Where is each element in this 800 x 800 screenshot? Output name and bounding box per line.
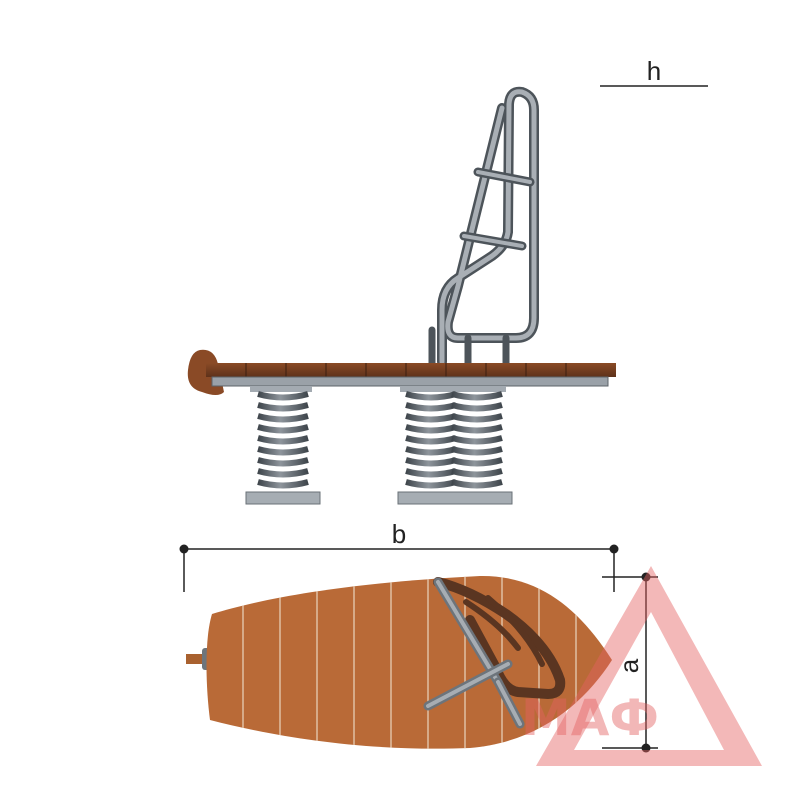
length-dimension-end-right <box>609 544 619 554</box>
length-dimension-end-left <box>179 544 189 554</box>
maf-logo-watermark: МАФ <box>521 566 762 766</box>
width-label: a <box>614 658 644 673</box>
seat-board-joints <box>245 363 567 377</box>
spring-right <box>451 391 503 489</box>
spring-top-plate-left <box>250 386 312 392</box>
seat-board-top <box>206 363 616 377</box>
base-plate-left <box>245 491 321 505</box>
back-handle <box>428 86 539 368</box>
length-label: b <box>392 519 406 549</box>
spring-top-plate-right <box>400 386 506 392</box>
height-label: h <box>647 56 661 86</box>
side-view: h <box>187 56 708 505</box>
back-handle-plan <box>423 577 566 729</box>
spring-middle <box>405 391 457 489</box>
base-plate-right <box>397 491 513 505</box>
top-view: b <box>179 519 658 753</box>
width-dimension-end-bottom <box>641 743 651 753</box>
width-dimension-end-top <box>641 572 651 582</box>
frame-rail <box>211 376 609 387</box>
spring-left <box>257 391 309 489</box>
logo-text: МАФ <box>521 689 659 747</box>
front-handle-top <box>186 654 208 664</box>
logo-triangle <box>536 566 762 766</box>
